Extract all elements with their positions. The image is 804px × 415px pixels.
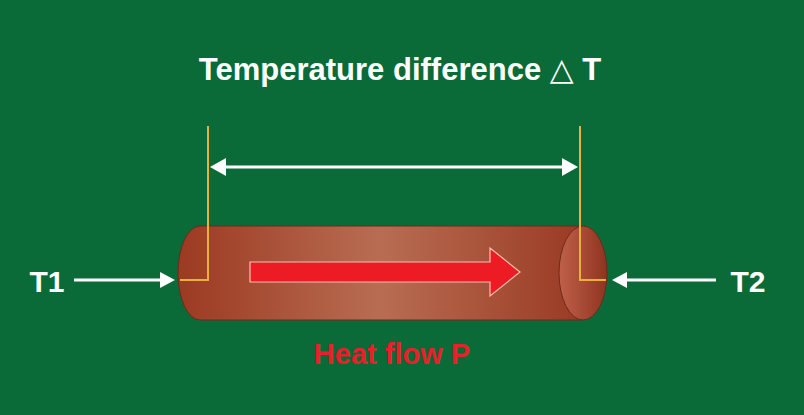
temperature-label: T2 (730, 265, 765, 298)
rod-body (178, 226, 583, 320)
heat-flow-arrow (250, 248, 520, 296)
input-arrow (626, 279, 716, 282)
rod-end-face (559, 226, 607, 320)
dimension-arrow (222, 166, 566, 169)
input-arrow (74, 279, 162, 282)
temperature-label: T1 (29, 265, 64, 298)
arrow-head (612, 272, 627, 288)
flow-label: Heat flow P (314, 339, 470, 371)
dimension-label: Temperature difference △ T (199, 53, 601, 87)
arrow-head (210, 158, 226, 176)
arrow-head (160, 272, 175, 288)
extension-line (580, 126, 606, 280)
arrow-head (562, 158, 578, 176)
extension-line (180, 126, 208, 280)
